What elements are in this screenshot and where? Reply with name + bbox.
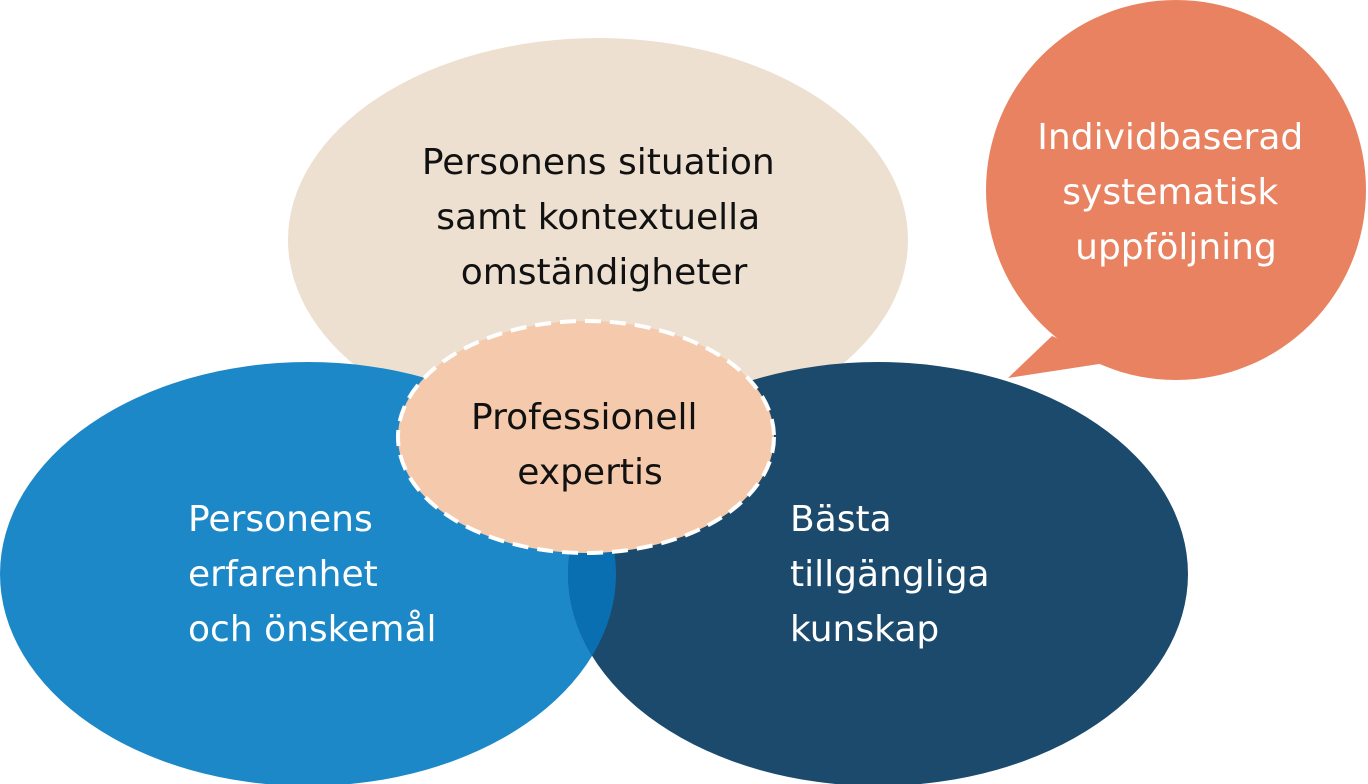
- callout-label-line-3: uppföljning: [1075, 227, 1277, 268]
- top-label-line-3: omständigheter: [461, 252, 748, 293]
- callout-bubble: [986, 0, 1366, 380]
- left-label-line-3: och önskemål: [188, 609, 437, 650]
- top-label-line-2: samt kontextuella: [436, 197, 760, 238]
- right-label-line-2: tillgängliga: [790, 554, 990, 595]
- top-label: Personens situation samt kontextuella om…: [422, 142, 786, 293]
- callout-label-line-1: Individbaserad: [1037, 117, 1303, 158]
- top-ellipse: [288, 38, 908, 442]
- center-label-line-2: expertis: [517, 452, 663, 493]
- top-label-line-1: Personens situation: [422, 142, 775, 183]
- center-ellipse: [396, 319, 776, 555]
- left-label-line-1: Personens: [188, 499, 373, 540]
- left-label: Personens erfarenhet och önskemål: [188, 499, 437, 650]
- callout-label: Individbaserad systematisk uppföljning: [1037, 117, 1314, 268]
- callout-label-line-2: systematisk: [1062, 172, 1278, 213]
- left-label-line-2: erfarenhet: [188, 554, 378, 595]
- center-label: Professionell expertis: [471, 397, 709, 493]
- right-label-line-1: Bästa: [790, 499, 892, 540]
- right-label-line-3: kunskap: [790, 609, 939, 650]
- right-label: Bästa tillgängliga kunskap: [790, 499, 1001, 650]
- center-label-line-1: Professionell: [471, 397, 697, 438]
